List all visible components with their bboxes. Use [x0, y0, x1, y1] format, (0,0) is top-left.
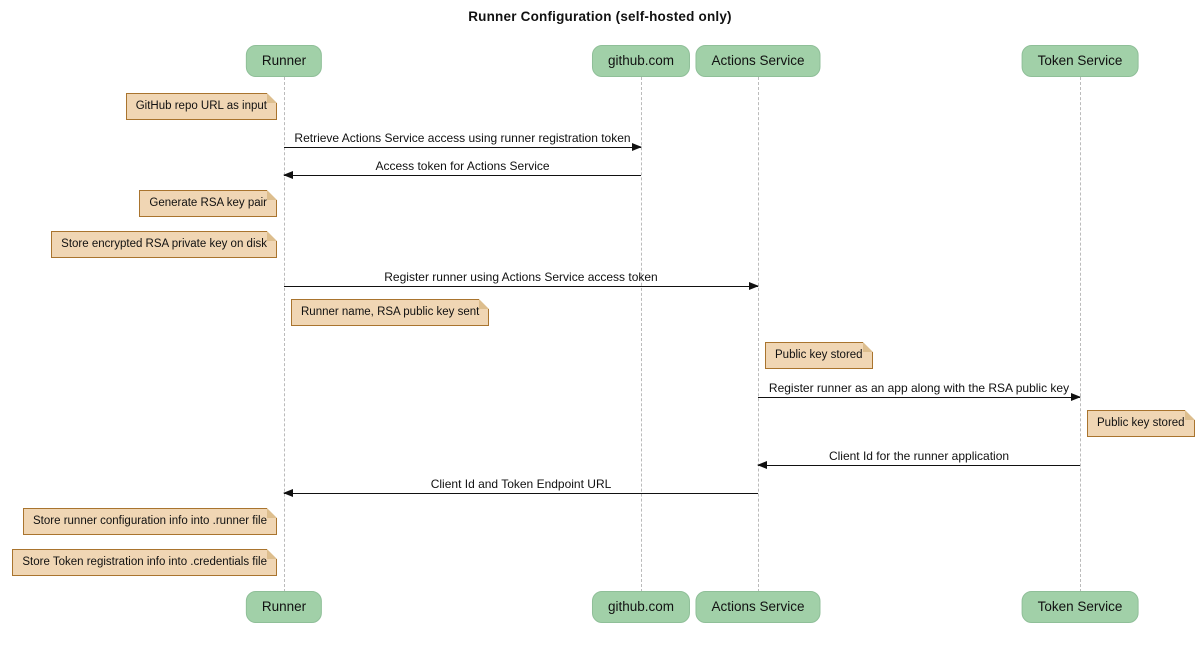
diagram-title: Runner Configuration (self-hosted only)	[468, 9, 732, 24]
message-arrowhead-icon	[749, 282, 759, 290]
note-8: Store Token registration info into .cred…	[12, 549, 277, 576]
note-5: Public key stored	[765, 342, 873, 369]
note-4: Runner name, RSA public key sent	[291, 299, 490, 326]
note-1: GitHub repo URL as input	[125, 93, 278, 120]
note-7: Store runner configuration info into .ru…	[23, 508, 277, 535]
message-label: Client Id and Token Endpoint URL	[430, 477, 612, 491]
message-2: Access token for Actions Service	[283, 157, 641, 179]
participant-actions-service-top: Actions Service	[695, 45, 821, 77]
message-4: Register runner as an app along with the…	[758, 379, 1081, 401]
message-label: Register runner as an app along with the…	[768, 381, 1070, 395]
participant-github-com-bottom: github.com	[591, 591, 691, 623]
participant-token-service-top: Token Service	[1021, 45, 1139, 77]
participant-runner-bottom: Runner	[245, 591, 323, 623]
message-label: Retrieve Actions Service access using ru…	[294, 131, 631, 145]
message-label: Access token for Actions Service	[375, 159, 550, 173]
note-3: Store encrypted RSA private key on disk	[51, 231, 277, 258]
message-1: Retrieve Actions Service access using ru…	[284, 129, 642, 151]
message-6: Client Id and Token Endpoint URL	[283, 475, 758, 497]
message-3: Register runner using Actions Service ac…	[284, 268, 759, 290]
note-2: Generate RSA key pair	[139, 190, 277, 217]
note-6: Public key stored	[1087, 410, 1195, 437]
lifeline-runner	[284, 77, 285, 592]
participant-token-service-bottom: Token Service	[1021, 591, 1139, 623]
participant-actions-service-bottom: Actions Service	[695, 591, 821, 623]
message-arrowhead-icon	[632, 143, 642, 151]
participant-runner-top: Runner	[245, 45, 323, 77]
message-arrowhead-icon	[283, 489, 293, 497]
participant-github-com-top: github.com	[591, 45, 691, 77]
message-arrowhead-icon	[1071, 393, 1081, 401]
lifeline-github-com	[641, 77, 642, 592]
lifeline-actions-service	[758, 77, 759, 592]
message-label: Client Id for the runner application	[828, 449, 1010, 463]
message-5: Client Id for the runner application	[757, 447, 1080, 469]
message-label: Register runner using Actions Service ac…	[384, 270, 658, 284]
lifeline-token-service	[1080, 77, 1081, 592]
message-arrowhead-icon	[283, 171, 293, 179]
message-arrowhead-icon	[757, 461, 767, 469]
